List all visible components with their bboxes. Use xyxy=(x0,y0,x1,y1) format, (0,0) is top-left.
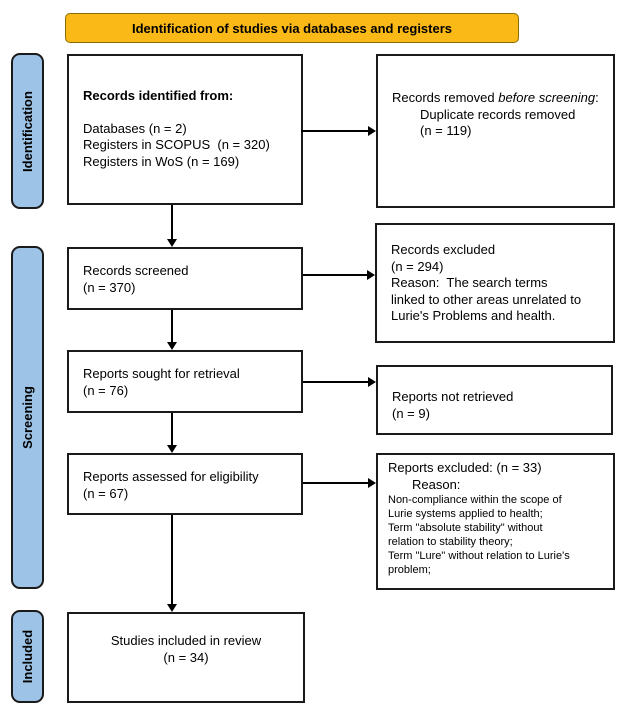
stage-label-screening: Screening xyxy=(20,386,36,449)
box-records-identified: Records identified from: Databases (n = … xyxy=(67,54,303,205)
box-line: Term "absolute stability" without xyxy=(388,522,543,534)
box-line: Records excluded xyxy=(391,242,496,257)
text-plain: Records removed xyxy=(392,90,499,105)
stage-bar-identification: Identification xyxy=(11,53,44,209)
stage-bar-included: Included xyxy=(11,610,44,703)
box-records-screened: Records screened (n = 370) xyxy=(67,247,303,310)
box-reports-excluded: Reports excluded: (n = 33) Reason: Non-c… xyxy=(376,453,615,590)
box-title: Records identified from: xyxy=(83,88,234,103)
box-line: Records screened xyxy=(83,263,189,278)
stage-label-identification: Identification xyxy=(20,90,36,172)
box-line: (n = 294) xyxy=(391,258,444,274)
box-line: Registers in WoS (n = 169) xyxy=(83,153,240,169)
box-line: linked to other areas unrelated to xyxy=(391,291,582,307)
box-line: (n = 76) xyxy=(83,382,129,398)
box-records-removed: Records removed before screening: Duplic… xyxy=(376,54,615,208)
box-records-excluded: Records excluded (n = 294) Reason: The s… xyxy=(375,223,615,343)
box-line: (n = 370) xyxy=(83,279,136,295)
box-line: (n = 67) xyxy=(83,485,129,501)
text-italic: before screening xyxy=(498,90,596,105)
text-plain: : xyxy=(595,90,599,105)
box-line: Studies included in review xyxy=(110,633,262,648)
banner-title: Identification of studies via databases … xyxy=(65,13,519,43)
box-line: Reason: The search terms xyxy=(391,275,548,290)
arrow-down-assessed-to-included xyxy=(167,515,177,612)
box-line: Reason: xyxy=(412,476,461,492)
box-reports-sought: Reports sought for retrieval (n = 76) xyxy=(67,350,303,413)
box-line: Databases (n = 2) xyxy=(83,120,187,136)
box-line: (n = 34) xyxy=(163,649,209,665)
box-line: relation to stability theory; xyxy=(388,536,513,548)
box-line: Reports excluded: (n = 33) xyxy=(388,460,542,475)
box-line: Reports sought for retrieval xyxy=(83,366,240,381)
box-reports-assessed: Reports assessed for eligibility (n = 67… xyxy=(67,453,303,515)
box-line: Reports not retrieved xyxy=(392,389,514,404)
arrow-right-sought-to-not-retrieved xyxy=(303,377,376,387)
box-line: (n = 9) xyxy=(392,405,430,421)
arrow-right-identified-to-removed xyxy=(301,126,376,136)
box-reports-not-retrieved: Reports not retrieved (n = 9) xyxy=(376,365,613,435)
box-line: problem; xyxy=(388,564,431,576)
box-studies-included: Studies included in review (n = 34) xyxy=(67,612,305,703)
arrow-right-assessed-to-excluded xyxy=(303,478,376,488)
box-line: Term "Lure" without relation to Lurie's xyxy=(388,550,570,562)
spacer xyxy=(83,105,293,121)
box-line: Non-compliance within the scope of xyxy=(388,494,562,506)
arrow-down-screened-to-sought xyxy=(167,310,177,350)
box-line: Registers in SCOPUS (n = 320) xyxy=(83,137,270,152)
box-line: (n = 119) xyxy=(420,123,472,138)
box-line: Duplicate records removed xyxy=(420,106,576,122)
box-line: Lurie's Problems and health. xyxy=(391,308,556,323)
arrow-down-identified-to-screened xyxy=(167,205,177,247)
arrow-down-sought-to-assessed xyxy=(167,413,177,453)
box-line-mixed: Records removed before screening: xyxy=(392,90,605,107)
box-line: Reports assessed for eligibility xyxy=(83,469,259,484)
stage-bar-screening: Screening xyxy=(11,246,44,589)
stage-label-included: Included xyxy=(20,629,36,684)
arrow-right-screened-to-excluded xyxy=(303,270,375,280)
box-line: Lurie systems applied to health; xyxy=(388,508,543,520)
